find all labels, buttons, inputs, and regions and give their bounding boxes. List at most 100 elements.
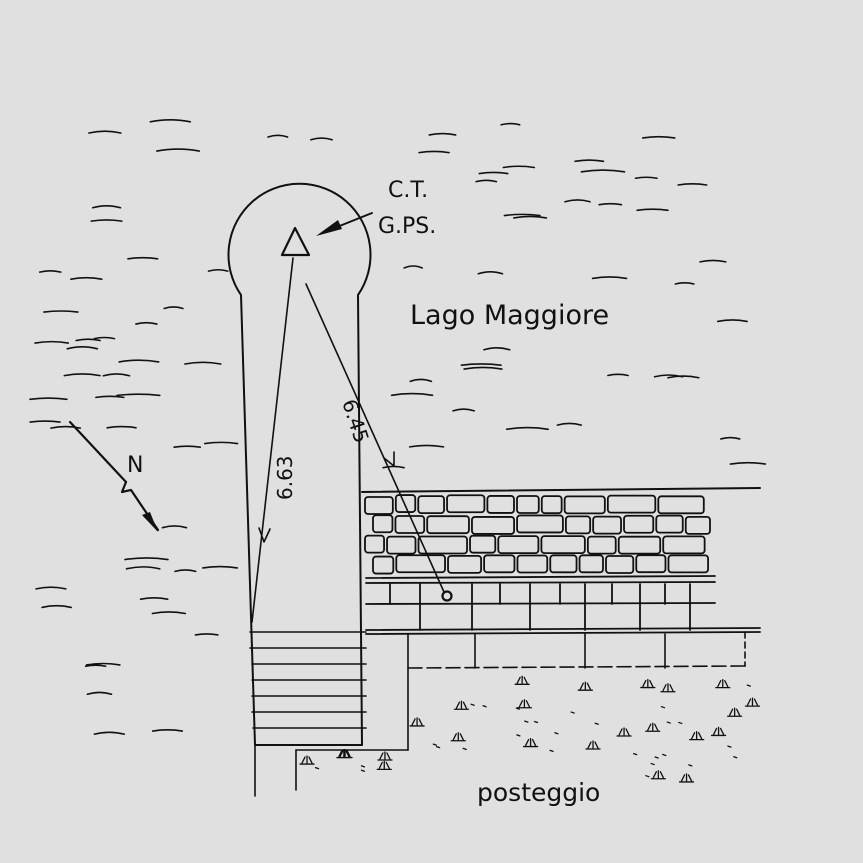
water-ripple [403,265,424,269]
water-ripple [75,338,101,342]
water-ripple [184,361,222,365]
grass-tuft [337,748,353,759]
parking-texture [299,675,761,783]
grass-tuft [715,678,731,689]
water-ripple [43,310,79,313]
wall-stone [395,554,446,574]
water-ripple [503,213,541,217]
wall-stone [516,495,540,514]
wall-stone [605,555,635,574]
gravel-dot [570,711,575,714]
water-ripple [475,179,498,183]
measure-line-left [251,257,294,623]
water-ripple [63,373,101,377]
water-ripple [641,135,676,139]
gravel-dot [633,752,638,756]
grass-tuft [522,737,539,748]
gravel-dot [533,720,539,724]
water-ripple [636,208,669,212]
gravel-dot [678,721,683,725]
water-ripple [598,202,623,206]
water-ripple [127,256,159,260]
wall-stone [606,494,657,514]
water-ripple [310,137,333,141]
water-ripple [29,397,68,401]
wall-stone [446,494,486,514]
water-ripple [667,375,700,379]
gravel-dot [462,747,467,751]
kerb [407,631,746,751]
water-ripple [116,393,161,397]
wall-stone [394,494,417,513]
water-ripple [653,374,684,378]
wall-stone [655,514,684,534]
wall-stone [372,555,395,575]
water-ripple [207,268,229,272]
grass-tuft [577,681,593,691]
pier-stairs [249,631,409,797]
grass-tuft [726,707,743,717]
gravel-dot [554,732,559,735]
grass-tuft [514,675,530,685]
water-ripple [90,219,123,222]
grass-tuft [660,683,676,693]
water-ripple [513,215,548,219]
water-ripple [720,436,741,440]
wall-stone [592,515,622,535]
gravel-dot [482,705,487,708]
grass-tuft [650,770,667,780]
wall-stone [364,496,394,515]
water-ripple [607,373,629,377]
water-ripple [564,199,591,203]
parking-label: posteggio [477,778,600,807]
wall-stone [540,495,563,515]
water-ripple [106,425,137,429]
gravel-dot [432,743,437,746]
water-ripple [716,319,748,323]
wall-stone [549,554,578,574]
water-ripple [478,171,509,175]
water-ripple [93,336,116,340]
water-ripple [729,461,767,465]
station-label-gps: G.PS. [378,214,436,239]
pier-outline [227,182,372,746]
water-ripple [699,259,727,263]
lake-label: Lago Maggiore [410,300,609,331]
water-ripple [41,604,72,609]
water-ripple [502,165,536,169]
gravel-dot [314,766,320,770]
measure-line-right [305,283,445,593]
wall-stone [623,514,655,534]
north-arrow-icon [68,420,160,532]
wall-stone [564,515,592,535]
water-ripple [102,373,131,377]
water-ripple [483,347,511,351]
wall-stone [617,535,662,555]
wall-stone [417,535,468,555]
wall-stone [483,554,516,574]
water-ripple [174,569,197,573]
wall-stone [586,535,617,555]
wall-top-edge [361,487,761,493]
grass-tuft [299,755,315,765]
wall-stone [469,534,497,554]
gravel-dot [516,734,521,737]
gravel-dot [662,753,667,757]
water-ripple [151,729,184,732]
water-ripple [674,282,695,285]
water-ripple [463,366,503,370]
stone-wall [364,494,711,575]
water-ripple [194,633,219,636]
wall-stone [394,515,426,534]
grass-tuft [377,751,393,761]
water-ripples [29,119,767,735]
gravel-dot [727,745,732,748]
water-ripple [124,557,169,561]
distance-label-left: 6.63 [273,455,297,500]
water-ripple [125,566,161,570]
water-ripple [409,378,433,383]
grass-tuft [744,697,761,707]
wall-stone [563,495,606,515]
station-triangle-icon [280,226,311,257]
reference-point-icon [441,590,453,602]
